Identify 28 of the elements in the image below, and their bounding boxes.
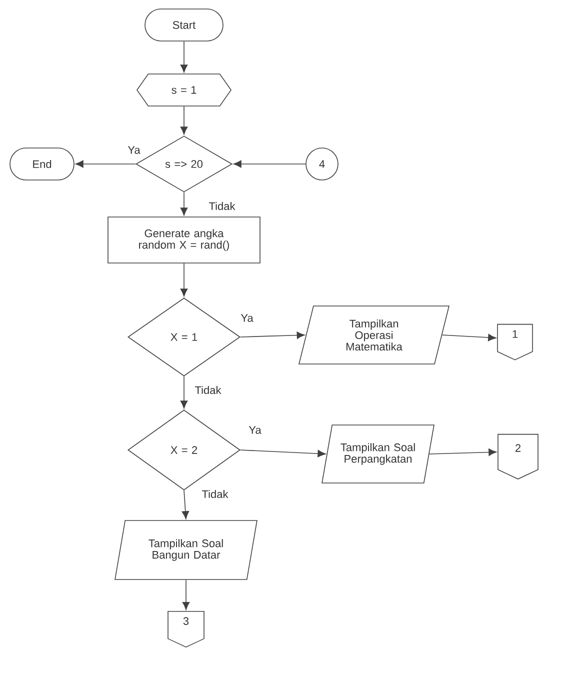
arrow (180, 41, 188, 73)
arrow (428, 448, 497, 456)
data-parallelogram: Tampilkan Soal Perpangkatan (322, 424, 434, 484)
arrow (180, 106, 188, 135)
preparation-hexagon: s = 1 (136, 74, 232, 106)
arrow (240, 332, 305, 339)
off-page-connector: 3 (168, 610, 204, 648)
arrow (182, 490, 190, 520)
edge-label: Ya (240, 313, 254, 323)
data-parallelogram: Tampilkan Operasi Matematika (298, 306, 450, 364)
edge-label: Tidak (208, 200, 236, 212)
arrow (233, 160, 306, 168)
off-page-connector: 1 (497, 324, 533, 360)
process-box: Generate angka random X = rand() (108, 216, 260, 264)
off-page-connector: 2 (498, 434, 538, 480)
arrow (180, 376, 188, 409)
arrow (180, 192, 188, 216)
arrow (180, 263, 188, 297)
arrow (75, 160, 136, 168)
edge-label: Ya (248, 425, 262, 435)
data-parallelogram: Tampilkan Soal Bangun Datar (114, 520, 258, 580)
terminal-box: Start (144, 8, 224, 42)
arrow (240, 450, 326, 458)
arrow (442, 334, 496, 342)
edge-label: Tidak (194, 384, 222, 396)
terminal-box: End (10, 148, 74, 180)
arrow (182, 580, 190, 610)
edge-label: Tidak (200, 488, 230, 500)
